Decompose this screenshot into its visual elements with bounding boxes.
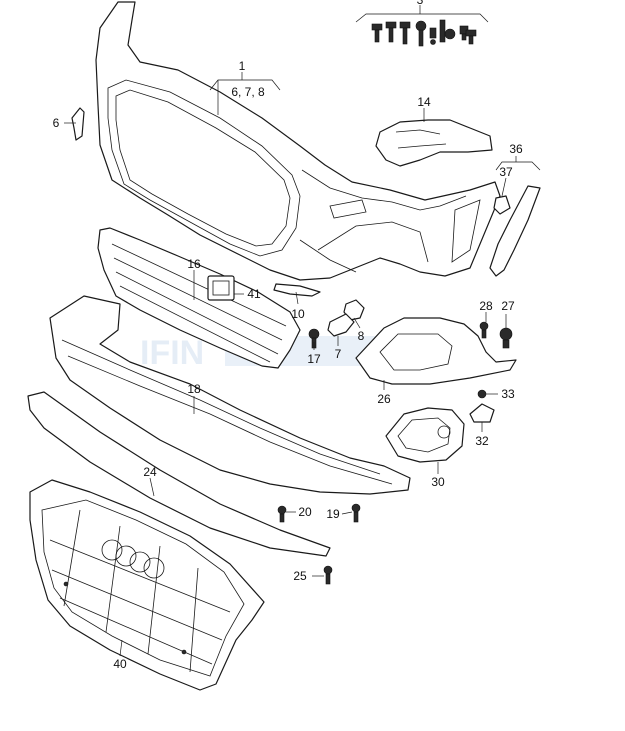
callout-40: 40 — [113, 657, 127, 671]
callout-37: 37 — [499, 165, 513, 179]
bracket-32 — [469, 403, 495, 423]
callout-33: 33 — [501, 387, 515, 401]
clip-37 — [493, 195, 511, 215]
callout-24: 24 — [143, 465, 157, 479]
watermark: IFIN — [140, 334, 204, 372]
side-bracket-14 — [375, 119, 493, 167]
callout-14: 14 — [417, 95, 431, 109]
fastener-set — [371, 19, 477, 47]
callout-20: 20 — [298, 505, 312, 519]
sensor-41 — [207, 275, 235, 301]
callout-32: 32 — [475, 434, 489, 448]
upper-grille — [97, 227, 301, 369]
callout-30: 30 — [431, 475, 445, 489]
callout-28: 28 — [479, 299, 493, 313]
callout-41: 41 — [247, 287, 261, 301]
bumper-cover — [95, 1, 501, 281]
nut-33 — [477, 389, 487, 399]
callout-18: 18 — [187, 382, 201, 396]
fog-cover-30 — [385, 407, 465, 463]
bracket-6 — [71, 107, 85, 141]
callout-16: 16 — [187, 257, 201, 271]
trim-10 — [273, 283, 321, 297]
callout-7: 7 — [335, 347, 342, 361]
main-grille-40 — [29, 479, 265, 691]
fog-frame-26 — [355, 317, 517, 385]
leader-lines — [64, 5, 541, 657]
lower-lip-24 — [27, 391, 331, 557]
screw-19 — [351, 503, 361, 523]
callout-3: 3 — [417, 0, 424, 7]
callout-6: 6 — [53, 116, 60, 130]
clip-8 — [343, 299, 365, 321]
screw-25 — [323, 565, 333, 585]
callout-labels: 1 6, 7, 8 3 6 14 36 37 16 41 10 8 17 7 2… — [53, 0, 523, 671]
side-trim-36 — [489, 185, 541, 277]
screw-28 — [479, 321, 489, 339]
callout-25: 25 — [293, 569, 307, 583]
callout-27: 27 — [501, 299, 515, 313]
nut-27 — [499, 327, 513, 349]
lower-bracket-18 — [49, 295, 411, 495]
callout-36: 36 — [509, 142, 523, 156]
callout-10: 10 — [291, 307, 305, 321]
screw-20 — [277, 505, 287, 523]
cap-7 — [327, 313, 355, 337]
callout-1-sub: 6, 7, 8 — [231, 85, 265, 99]
callout-19: 19 — [326, 507, 340, 521]
callout-17: 17 — [307, 352, 321, 366]
callout-1: 1 — [239, 59, 246, 73]
callout-26: 26 — [377, 392, 391, 406]
callout-8: 8 — [358, 329, 365, 343]
